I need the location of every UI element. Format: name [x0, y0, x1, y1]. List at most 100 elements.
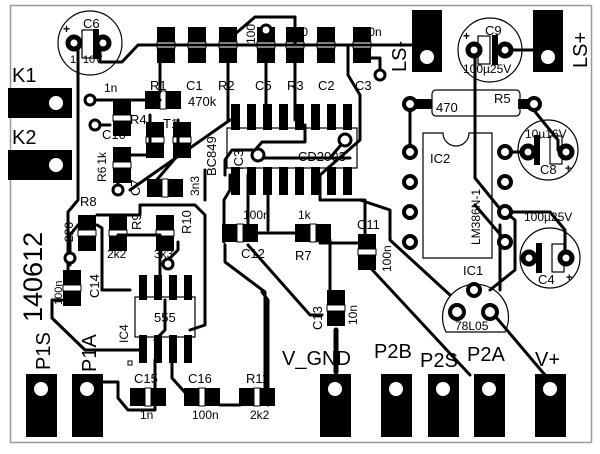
c4-capacitor[interactable]	[519, 227, 581, 289]
board-id-label: 140612	[18, 232, 48, 322]
c15-value: 1n	[140, 408, 153, 422]
c15-smd[interactable]	[130, 387, 166, 407]
c7-value: 3n3	[188, 176, 202, 196]
c7-smd-body	[161, 178, 169, 198]
c13-smd[interactable]	[326, 290, 346, 326]
c14-ref: C14	[87, 274, 102, 298]
c6-ref: C6	[83, 16, 100, 31]
r1-top-smd-pad-a	[157, 27, 175, 42]
c13-ref: C13	[310, 306, 325, 330]
ic4-pin-bottom	[154, 335, 162, 363]
r4-smd[interactable]	[145, 122, 165, 158]
r10-smd[interactable]	[155, 215, 175, 251]
c8-ref: C8	[540, 162, 557, 177]
connector-pads	[8, 10, 566, 437]
trace-ic2-c4	[503, 210, 567, 262]
ic2-pin-right	[497, 174, 513, 190]
trace-ic3-c12	[222, 173, 232, 244]
c7-smd[interactable]	[147, 178, 183, 198]
traces	[50, 15, 567, 412]
ic2-chip[interactable]	[402, 132, 513, 259]
r4-smd-body	[145, 136, 165, 144]
silkscreen-labels: K1 K2 LS- LS+ P1S P1A V_GND P2B P2S P2A …	[12, 16, 592, 422]
trace-r10-pad	[168, 240, 180, 260]
c10-value: 1n	[104, 81, 117, 95]
c1-smd-body	[187, 41, 207, 49]
c8-capacitor[interactable]	[517, 119, 579, 181]
ic3-pin-bottom	[263, 167, 272, 195]
c10-smd-body	[112, 114, 132, 122]
c8-minus-bar	[534, 135, 540, 165]
c9-body	[457, 17, 523, 83]
c10-smd-pad-b	[113, 121, 131, 136]
r2-smd-pad-a	[219, 27, 237, 42]
ic4-chip[interactable]	[134, 275, 196, 363]
r1-top-smd[interactable]	[156, 27, 176, 63]
ic3-pin-bottom	[279, 167, 288, 195]
ic4-pin-top	[184, 275, 192, 300]
r10-value: 3k3	[154, 247, 174, 261]
c14-smd[interactable]	[62, 270, 82, 306]
c2-ref: C2	[318, 78, 335, 93]
p1a-hole	[80, 382, 94, 396]
c16-ref: C16	[188, 371, 212, 386]
r1-top-smd-pad-b	[157, 48, 175, 63]
r2-smd[interactable]	[218, 27, 238, 63]
c10-smd-pad-a	[113, 100, 131, 115]
trace-c9-ic2	[473, 50, 507, 217]
trace-c11-p2a	[363, 260, 472, 377]
r9-smd-pad-b	[109, 236, 127, 251]
c5-smd-body	[256, 41, 276, 49]
ic3-chip[interactable]	[226, 104, 358, 195]
trace-r5-c8	[526, 101, 560, 152]
c6-capacitor[interactable]	[57, 10, 123, 76]
c15-smd-body	[144, 387, 152, 407]
r9-smd[interactable]	[108, 215, 128, 251]
c16-smd[interactable]	[184, 387, 220, 407]
c4-body	[519, 227, 581, 289]
c9-pad-minus	[496, 41, 514, 59]
r5-lead-right	[518, 99, 530, 109]
t1-smd[interactable]	[172, 122, 192, 158]
c4-ref: C4	[538, 272, 555, 287]
r5-value: 470	[436, 100, 458, 115]
c9-capacitor[interactable]	[457, 17, 523, 83]
r5-resistor[interactable]	[402, 89, 542, 117]
r8-smd[interactable]	[77, 215, 97, 251]
c8-pad-minus	[519, 143, 537, 161]
ic3-pin-top	[247, 104, 256, 130]
c11-smd[interactable]	[357, 234, 377, 270]
via-c10-bottom	[88, 118, 102, 132]
r3-smd[interactable]	[285, 27, 305, 63]
r11-smd[interactable]	[239, 387, 275, 407]
c2-smd[interactable]	[316, 27, 336, 63]
r2-smd-pad-b	[219, 48, 237, 63]
r7-smd[interactable]	[295, 223, 331, 243]
r1-ref: R1	[150, 78, 167, 93]
c1-smd[interactable]	[187, 27, 207, 63]
ic2-pin-left	[402, 174, 418, 190]
trace-ic3-down	[223, 243, 267, 397]
c1-ref: C1	[186, 78, 203, 93]
c15-smd-pad-a	[130, 388, 145, 406]
trace-ic3-ic1	[358, 198, 452, 297]
r1-smd-pad-a	[145, 91, 160, 109]
c6-pad-plus	[65, 34, 83, 52]
ic3-pin-bottom	[295, 167, 304, 195]
c3-smd[interactable]	[352, 27, 372, 63]
r4-ref: R4	[130, 112, 147, 127]
c10-ref: C10	[102, 127, 126, 142]
r1-value: 1k	[157, 25, 171, 39]
c12-smd[interactable]	[222, 223, 258, 243]
ic1-regulator[interactable]	[441, 282, 510, 333]
r6-smd[interactable]	[112, 147, 132, 183]
t1-value: BC849	[204, 136, 219, 176]
c11-value: 100n	[380, 245, 394, 272]
r1-smd[interactable]	[145, 90, 181, 110]
c13-smd-body	[326, 304, 346, 312]
via-c5	[259, 23, 273, 37]
c10-smd[interactable]	[112, 100, 132, 136]
ic1-pin-gnd	[466, 282, 482, 298]
r4-smd-pad-a	[146, 122, 164, 137]
r11-value: 2k2	[250, 408, 270, 422]
